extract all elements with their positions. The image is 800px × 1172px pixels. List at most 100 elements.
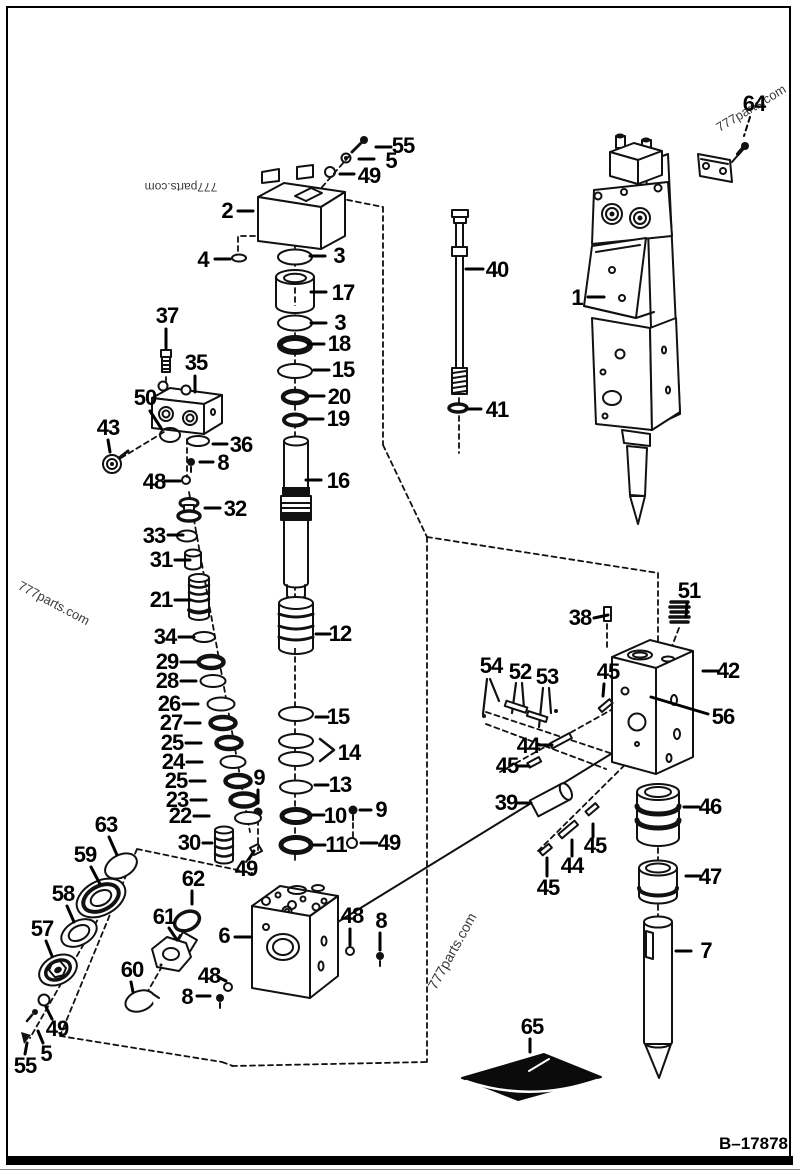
part-12-sleeve: [277, 596, 315, 655]
part-callout-46: 46: [698, 794, 723, 819]
part-callout-58: 58: [51, 881, 76, 906]
part-44-pin-low: [557, 819, 580, 840]
part-callout-61: 61: [152, 904, 177, 929]
part-58-ring: [60, 918, 98, 948]
part-callout-64: 64: [742, 91, 767, 116]
part-8-plug: [187, 458, 195, 466]
part-callout-37: 37: [155, 303, 180, 328]
part-callout-39: 39: [494, 790, 519, 815]
part-callout-48: 48: [340, 903, 365, 928]
part-6-cylinder-block: [251, 884, 384, 999]
part-callout-9: 9: [375, 797, 387, 822]
part-60-snap-ring: [124, 989, 162, 1013]
part-callout-31: 31: [149, 547, 174, 572]
part-callout-22: 22: [168, 803, 193, 828]
part-callout-17: 17: [331, 280, 356, 305]
part-callout-45: 45: [495, 753, 520, 778]
part-50-oring: [159, 427, 181, 443]
part-callout-47: 47: [698, 864, 723, 889]
callout-leader-64: [743, 116, 751, 137]
part-callout-4: 4: [197, 247, 209, 272]
watermark-top-left: 777parts.com: [144, 180, 218, 194]
callout-leader-5: [36, 1029, 45, 1045]
callout-leader-57: [44, 939, 54, 958]
part-46-bushing: [634, 783, 682, 847]
callout-leader-63: [107, 835, 119, 857]
part-callout-59: 59: [73, 842, 98, 867]
drawing-number: B–17878: [718, 1134, 788, 1153]
part-48-ring: [181, 475, 191, 485]
callout-leader-45: [601, 682, 606, 698]
part-callout-49: 49: [357, 163, 382, 188]
part-callout-20: 20: [327, 384, 352, 409]
part-8-plug-item: [376, 952, 384, 960]
callout-leader-51: [684, 601, 689, 619]
part-62-gland: [172, 909, 202, 933]
lower-center-rings: [278, 706, 336, 855]
part-callout-62: 62: [181, 866, 206, 891]
callout-leader-55: [23, 1041, 29, 1056]
part-callout-55: 55: [391, 133, 416, 158]
part-callout-56: 56: [711, 704, 736, 729]
part-47-bushing: [637, 859, 679, 905]
part-callout-48: 48: [197, 963, 222, 988]
callout-leader-60: [129, 980, 135, 994]
part-callout-8: 8: [217, 450, 229, 475]
part-35-valve-cluster: [102, 349, 223, 485]
callout-leader-61: [167, 926, 179, 942]
part-65-decal: [461, 1053, 602, 1101]
part-55-screw-bottom: [21, 1032, 31, 1044]
callout-leader-56: [649, 695, 710, 716]
part-callout-55: 55: [13, 1053, 38, 1078]
part-8-plug-bottom: [216, 994, 224, 1002]
watermark-left: 777parts.com: [15, 577, 93, 629]
part-callout-34: 34: [153, 624, 178, 649]
part-52-pin: [503, 699, 529, 714]
part-callout-2: 2: [221, 198, 233, 223]
part-callout-18: 18: [327, 331, 352, 356]
part-callout-60: 60: [120, 957, 145, 982]
part-callout-44: 44: [516, 733, 541, 758]
part-callout-45: 45: [536, 875, 561, 900]
part-callout-29: 29: [155, 649, 180, 674]
part-callout-28: 28: [155, 668, 180, 693]
part-callout-5: 5: [40, 1041, 52, 1066]
part-callout-36: 36: [229, 432, 254, 457]
part-54-leader: [481, 677, 501, 716]
part-2-valve-cap: [257, 164, 346, 250]
callout-leader-49: [44, 1005, 54, 1021]
part-callout-11: 11: [325, 832, 347, 857]
part-5-fitting: [340, 152, 352, 164]
part-14-bracket: [318, 737, 336, 763]
part-callout-45: 45: [583, 833, 608, 858]
part-callout-19: 19: [326, 406, 351, 431]
part-callout-9: 9: [253, 765, 265, 790]
part-51-spring: [668, 600, 691, 624]
part-42-valve-block-cluster: [481, 600, 694, 857]
part-57-plug: [38, 953, 78, 987]
part-callout-3: 3: [334, 310, 346, 335]
part-callout-30: 30: [177, 830, 202, 855]
part-callout-63: 63: [94, 812, 119, 837]
part-16-piston: [280, 435, 312, 601]
part-callout-6: 6: [218, 923, 230, 948]
part-callout-51: 51: [677, 578, 702, 603]
part-callout-45: 45: [596, 659, 621, 684]
part-4-seal: [231, 253, 247, 263]
part-callout-49: 49: [234, 856, 259, 881]
watermark-top-right: 777parts.com: [713, 81, 789, 135]
part-40-tie-rod: [447, 209, 469, 414]
part-callout-16: 16: [326, 468, 351, 493]
part-callout-54: 54: [479, 653, 504, 678]
part-callout-15: 15: [331, 357, 356, 382]
part-callout-42: 42: [716, 658, 741, 683]
part-callout-44: 44: [560, 853, 585, 878]
part-callout-23: 23: [165, 787, 190, 812]
callout-leader-38: [592, 613, 610, 620]
part-36-oring: [186, 435, 210, 447]
part-49-ring: [324, 166, 336, 178]
part-38-pin: [603, 606, 612, 622]
